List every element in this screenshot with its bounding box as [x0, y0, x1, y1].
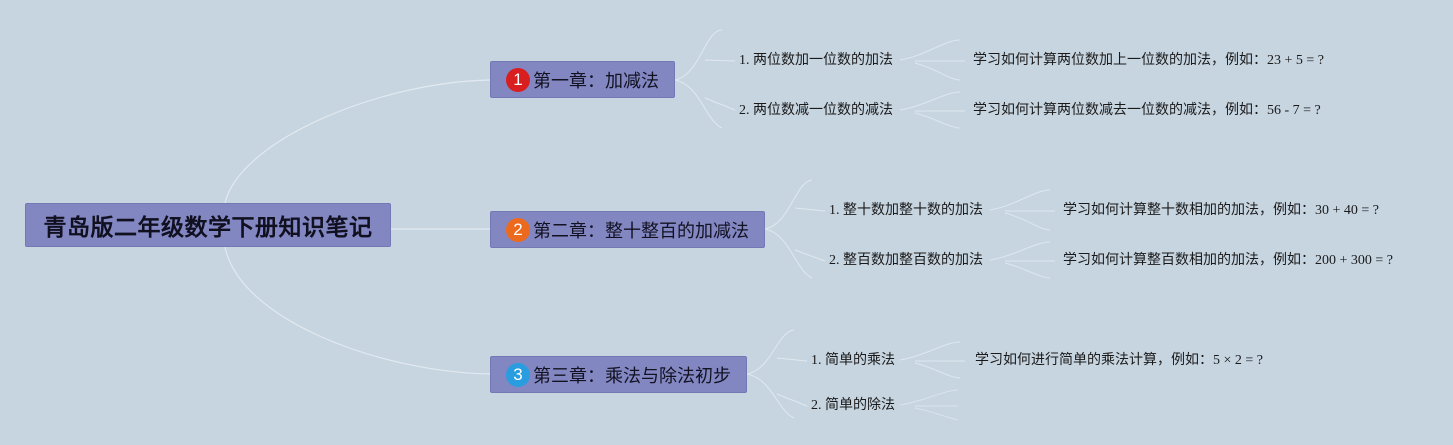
desc-node-2-2[interactable]: 学习如何计算整百数相加的加法，例如：200 + 300 = ? [1063, 251, 1393, 271]
topic-node-3-2[interactable]: 2. 简单的除法 [811, 396, 895, 416]
link-chapter-1-topic-2 [674, 79, 736, 129]
link-chapter-3-topic-1 [746, 329, 808, 375]
chapter-node-2[interactable]: 2 第二章：整十整百的加减法 [490, 211, 765, 248]
priority-1-badge-icon: 1 [506, 67, 530, 92]
topic-label: 2. 两位数减一位数的减法 [739, 103, 893, 118]
desc-label: 学习如何进行简单的乘法计算，例如：5 × 2 = ? [975, 353, 1264, 368]
desc-label: 学习如何计算两位数减去一位数的减法，例如：56 - 7 = ? [973, 103, 1321, 118]
link-root-chapter-1 [224, 79, 491, 204]
topic-node-1-1[interactable]: 1. 两位数加一位数的加法 [739, 51, 893, 71]
link-topic-3-1-desc [899, 341, 965, 379]
topic-node-3-1[interactable]: 1. 简单的乘法 [811, 351, 895, 371]
topic-label: 2. 整百数加整百数的加法 [829, 253, 983, 268]
chapter-label: 第二章：整十整百的加减法 [533, 220, 749, 242]
link-topic-2-2-desc [989, 241, 1055, 279]
chapter-label: 第一章：加减法 [533, 70, 659, 92]
desc-node-3-1[interactable]: 学习如何进行简单的乘法计算，例如：5 × 2 = ? [975, 351, 1263, 371]
link-chapter-2-topic-1 [764, 179, 826, 230]
desc-label: 学习如何计算两位数加上一位数的加法，例如：23 + 5 = ? [973, 53, 1325, 68]
priority-2-badge-icon: 2 [506, 217, 530, 242]
topic-node-2-2[interactable]: 2. 整百数加整百数的加法 [829, 251, 983, 271]
link-chapter-3-topic-2 [746, 373, 808, 419]
topic-label: 1. 简单的乘法 [811, 353, 895, 368]
topic-node-1-2[interactable]: 2. 两位数减一位数的减法 [739, 101, 893, 121]
desc-node-1-2[interactable]: 学习如何计算两位数减去一位数的减法，例如：56 - 7 = ? [973, 101, 1321, 121]
root-node[interactable]: 青岛版二年级数学下册知识笔记 [25, 203, 391, 247]
link-chapter-2-topic-2 [764, 228, 826, 279]
link-topic-3-2-end [899, 389, 959, 421]
topic-label: 1. 两位数加一位数的加法 [739, 53, 893, 68]
priority-3-badge-icon: 3 [506, 362, 530, 387]
topic-label: 2. 简单的除法 [811, 398, 895, 413]
link-root-chapter-3 [224, 246, 491, 375]
link-topic-1-1-desc [899, 39, 965, 81]
desc-node-2-1[interactable]: 学习如何计算整十数相加的加法，例如：30 + 40 = ? [1063, 201, 1379, 221]
chapter-node-1[interactable]: 1 第一章：加减法 [490, 61, 675, 98]
desc-label: 学习如何计算整十数相加的加法，例如：30 + 40 = ? [1063, 203, 1380, 218]
link-topic-2-1-desc [989, 189, 1055, 231]
chapter-node-3[interactable]: 3 第三章：乘法与除法初步 [490, 356, 747, 393]
desc-node-1-1[interactable]: 学习如何计算两位数加上一位数的加法，例如：23 + 5 = ? [973, 51, 1324, 71]
link-topic-1-2-desc [899, 91, 965, 129]
desc-label: 学习如何计算整百数相加的加法，例如：200 + 300 = ? [1063, 253, 1394, 268]
topic-label: 1. 整十数加整十数的加法 [829, 203, 983, 218]
root-label: 青岛版二年级数学下册知识笔记 [43, 215, 373, 241]
topic-node-2-1[interactable]: 1. 整十数加整十数的加法 [829, 201, 983, 221]
chapter-label: 第三章：乘法与除法初步 [533, 365, 731, 387]
link-chapter-1-topic-1 [674, 29, 736, 81]
